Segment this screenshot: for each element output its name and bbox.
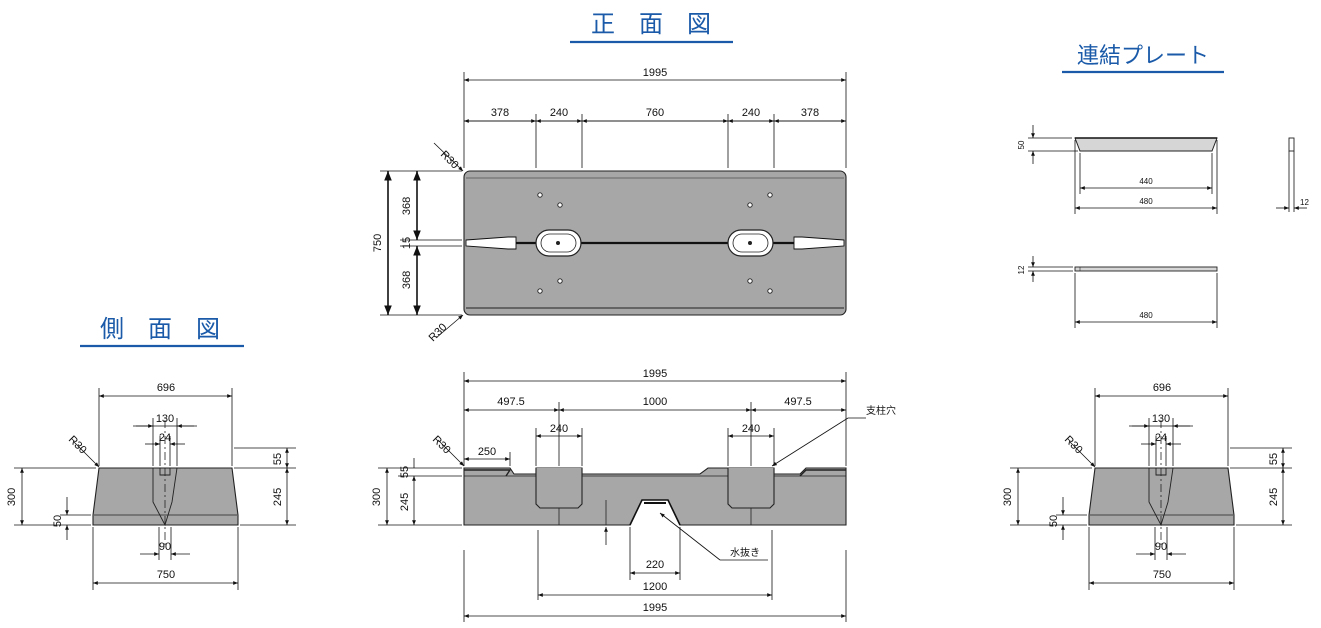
elev-hole-right: 240 xyxy=(742,423,760,435)
side-left-top-right: 55 xyxy=(272,453,284,465)
front-right-wedge-slot xyxy=(793,236,845,250)
side-left-bottom-width: 750 xyxy=(157,569,175,581)
elev-body: 245 xyxy=(399,493,411,511)
front-radius-bottom: R30 xyxy=(427,321,450,344)
elev-drain-label: 水抜き xyxy=(730,546,760,559)
elevation-view: 1995 497.5 1000 497.5 240 240 250 R30 30… xyxy=(371,368,896,622)
side-left-radius-leader xyxy=(73,441,100,468)
plate-outer-width: 480 xyxy=(1139,197,1153,206)
front-seg-1: 378 xyxy=(491,107,509,119)
side-right-bottom-width: 750 xyxy=(1153,569,1171,581)
front-total-width: 1995 xyxy=(643,67,667,79)
side-right-body-right: 245 xyxy=(1268,488,1280,506)
elev-post-hole-label: 支柱穴 xyxy=(866,404,896,417)
front-slot-width: 15 xyxy=(401,237,413,249)
side-right-height: 300 xyxy=(1002,488,1014,506)
elev-hole-left: 240 xyxy=(550,423,568,435)
elev-top: 55 xyxy=(399,466,411,478)
front-height: 750 xyxy=(372,234,384,252)
side-right-inner2: 24 xyxy=(1155,432,1167,444)
plate-thickness-side: 12 xyxy=(1300,198,1309,207)
plate-title: 連結プレート xyxy=(1062,44,1224,74)
elev-post-label-leader xyxy=(771,417,849,467)
front-post-hole-left-center xyxy=(556,241,560,245)
elev-base-span: 1200 xyxy=(643,581,667,593)
elev-seg-left: 497.5 xyxy=(497,396,525,408)
side-view-title-text: 側 面 図 xyxy=(100,315,220,343)
elev-bottom-total: 1995 xyxy=(643,602,667,614)
front-post-hole-left-inner xyxy=(540,233,577,253)
front-radius-top: R30 xyxy=(438,149,461,172)
side-view-left: 696 130 24 R30 300 50 55 245 xyxy=(6,382,296,590)
front-seg-5: 378 xyxy=(801,107,819,119)
front-left-wedge-slot xyxy=(465,236,517,250)
side-right-inner1: 130 xyxy=(1152,413,1170,425)
side-right-radius-leader xyxy=(1069,441,1096,468)
elev-drain-label-leader xyxy=(659,512,721,561)
side-right-pocket xyxy=(1148,467,1174,527)
side-view-right: 696 130 24 R30 300 50 55 245 90 xyxy=(1002,382,1292,590)
plate-height: 50 xyxy=(1017,140,1026,149)
front-post-hole-right-inner xyxy=(732,233,769,253)
side-left-height: 300 xyxy=(6,488,18,506)
front-view-title-text: 正 面 図 xyxy=(591,10,711,38)
elev-radius: R30 xyxy=(430,434,453,457)
elevation-post-pocket-left xyxy=(535,468,583,509)
front-radius-top-leader xyxy=(433,142,464,172)
side-right-top-right: 55 xyxy=(1268,453,1280,465)
front-view-title: 正 面 図 xyxy=(570,10,733,44)
front-seg-4: 240 xyxy=(742,107,760,119)
side-view-title: 側 面 図 xyxy=(80,315,244,348)
elev-seg-mid: 1000 xyxy=(643,396,667,408)
plate-side-profile xyxy=(1288,137,1295,152)
side-left-top-width: 696 xyxy=(157,382,175,394)
plate-flat-width: 480 xyxy=(1139,311,1153,320)
side-left-inner1: 130 xyxy=(156,413,174,425)
side-right-top-width: 696 xyxy=(1153,382,1171,394)
side-left-inner2: 24 xyxy=(159,432,171,444)
front-seg-2: 240 xyxy=(550,107,568,119)
side-right-foot: 50 xyxy=(1048,515,1060,527)
front-view: 1995 378 240 760 240 378 750 368 15 368 xyxy=(372,67,847,344)
front-post-hole-right-center xyxy=(748,241,752,245)
front-half-bottom: 368 xyxy=(401,271,413,289)
side-left-block-body xyxy=(92,467,239,526)
front-bolt-holes xyxy=(537,192,773,294)
side-left-body-right: 245 xyxy=(272,488,284,506)
plate-view: 50 440 480 12 12 480 xyxy=(1017,125,1309,328)
side-right-bottom-inner: 90 xyxy=(1155,541,1167,553)
plate-thickness-flat: 12 xyxy=(1017,265,1026,274)
elevation-right-step xyxy=(799,469,846,477)
front-half-top: 368 xyxy=(401,197,413,215)
plate-title-text: 連結プレート xyxy=(1077,44,1209,69)
front-seg-3: 760 xyxy=(646,107,664,119)
side-right-block-body xyxy=(1088,467,1235,526)
elev-radius-leader xyxy=(437,439,465,467)
plate-flat-body xyxy=(1074,266,1218,272)
elev-seg-right: 497.5 xyxy=(784,396,812,408)
elev-drain-width: 220 xyxy=(646,559,664,571)
elevation-left-step xyxy=(464,469,512,477)
side-left-foot: 50 xyxy=(52,515,64,527)
elev-step: 250 xyxy=(478,446,496,458)
front-radius-bottom-leader xyxy=(435,314,464,339)
elevation-post-pocket-right xyxy=(727,468,775,509)
elev-height: 300 xyxy=(371,488,383,506)
plate-bent-body xyxy=(1074,137,1218,152)
side-left-bottom-inner: 90 xyxy=(159,541,171,553)
plate-inner-width: 440 xyxy=(1139,177,1153,186)
side-left-pocket xyxy=(152,467,178,527)
elev-total-width: 1995 xyxy=(643,368,667,380)
